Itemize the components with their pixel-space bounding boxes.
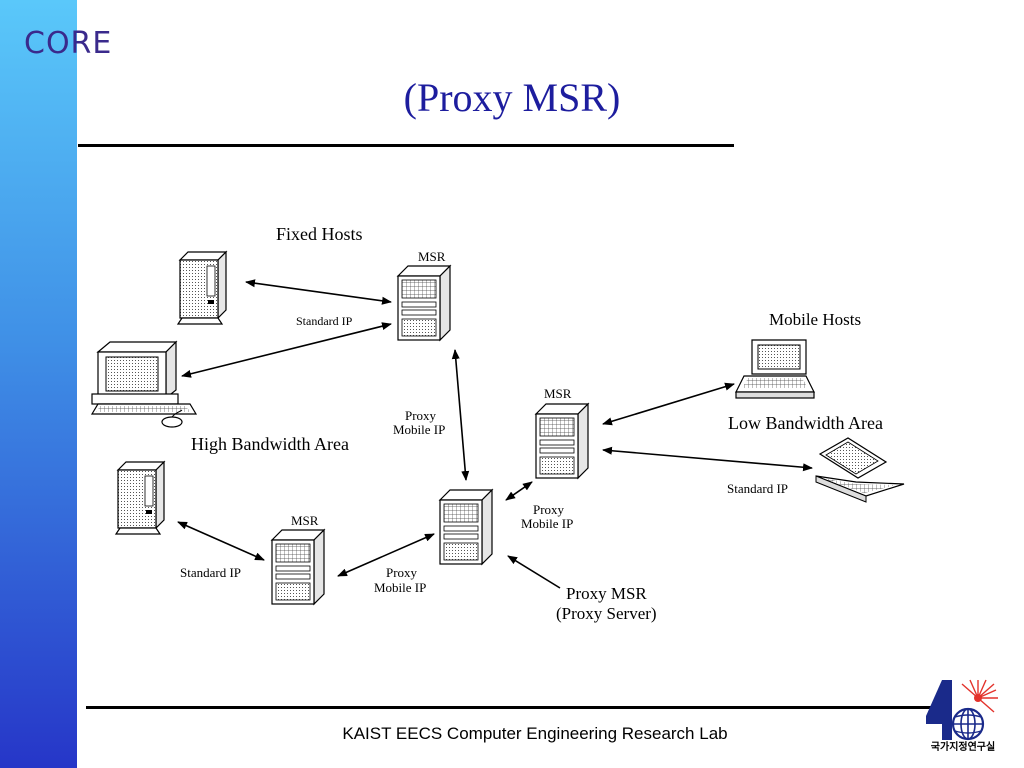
mobile-host-laptop-1-icon	[735, 339, 815, 399]
mobile-hosts-label: Mobile Hosts	[769, 310, 861, 329]
footer-text: KAIST EECS Computer Engineering Research…	[342, 724, 728, 743]
fixed-hosts-label: Fixed Hosts	[276, 224, 363, 244]
standard-ip-bottom-label: Standard IP	[180, 565, 241, 580]
proxy-label-vertical: Proxy	[405, 408, 437, 423]
fixed-host-2-icon	[115, 461, 165, 535]
arrow-msr-bottom-to-proxy-msr	[337, 533, 435, 577]
arrow-desktop-to-msr-top	[181, 322, 392, 378]
msr-top-server-icon	[397, 265, 451, 341]
arrow-msr-right-to-laptop-2	[602, 446, 813, 472]
msr-right-label: MSR	[544, 386, 572, 401]
msr-bottom-server-icon	[271, 529, 325, 605]
title-divider	[78, 144, 734, 147]
standard-ip-top-label: Standard IP	[296, 314, 353, 328]
mobile-ip-label-bottom: Mobile IP	[374, 580, 426, 595]
desktop-computer-icon	[90, 340, 198, 428]
msr-bottom-label: MSR	[291, 513, 319, 528]
mobile-host-laptop-2-icon	[815, 437, 905, 503]
mobile-ip-label-right: Mobile IP	[521, 516, 573, 531]
slide-title: (Proxy MSR)	[403, 75, 621, 120]
high-bandwidth-area-label: High Bandwidth Area	[191, 434, 349, 454]
proxy-label-bottom: Proxy	[386, 565, 418, 580]
low-bandwidth-area-label: Low Bandwidth Area	[728, 413, 883, 433]
arrow-fixed-host-2-to-msr-bottom	[177, 521, 265, 561]
mobile-ip-label-vertical: Mobile IP	[393, 422, 445, 437]
link-arrows	[177, 279, 813, 589]
proxy-msr-server-icon	[439, 489, 493, 565]
brand-logo-text: CORE	[24, 26, 113, 61]
arrow-fixed-host-1-to-msr-top	[245, 279, 392, 305]
standard-ip-right-label: Standard IP	[727, 481, 788, 496]
proxy-label-right: Proxy	[533, 502, 565, 517]
lab-logo-icon	[926, 679, 998, 741]
proxy-msr-label: Proxy MSR	[566, 584, 647, 603]
arrow-msr-right-to-laptop-1	[602, 382, 735, 426]
msr-right-server-icon	[535, 403, 589, 479]
footer-divider	[86, 706, 940, 709]
arrow-proxy-msr-pointer	[507, 555, 561, 589]
sidebar-band	[0, 0, 77, 768]
fixed-host-1-icon	[177, 251, 227, 325]
proxy-server-label: (Proxy Server)	[556, 604, 657, 623]
msr-top-label: MSR	[418, 249, 446, 264]
logo-caption: 국가지정연구실	[930, 742, 996, 753]
arrow-proxy-msr-to-msr-right	[505, 481, 533, 501]
arrow-msr-top-to-proxy-msr	[451, 349, 470, 481]
